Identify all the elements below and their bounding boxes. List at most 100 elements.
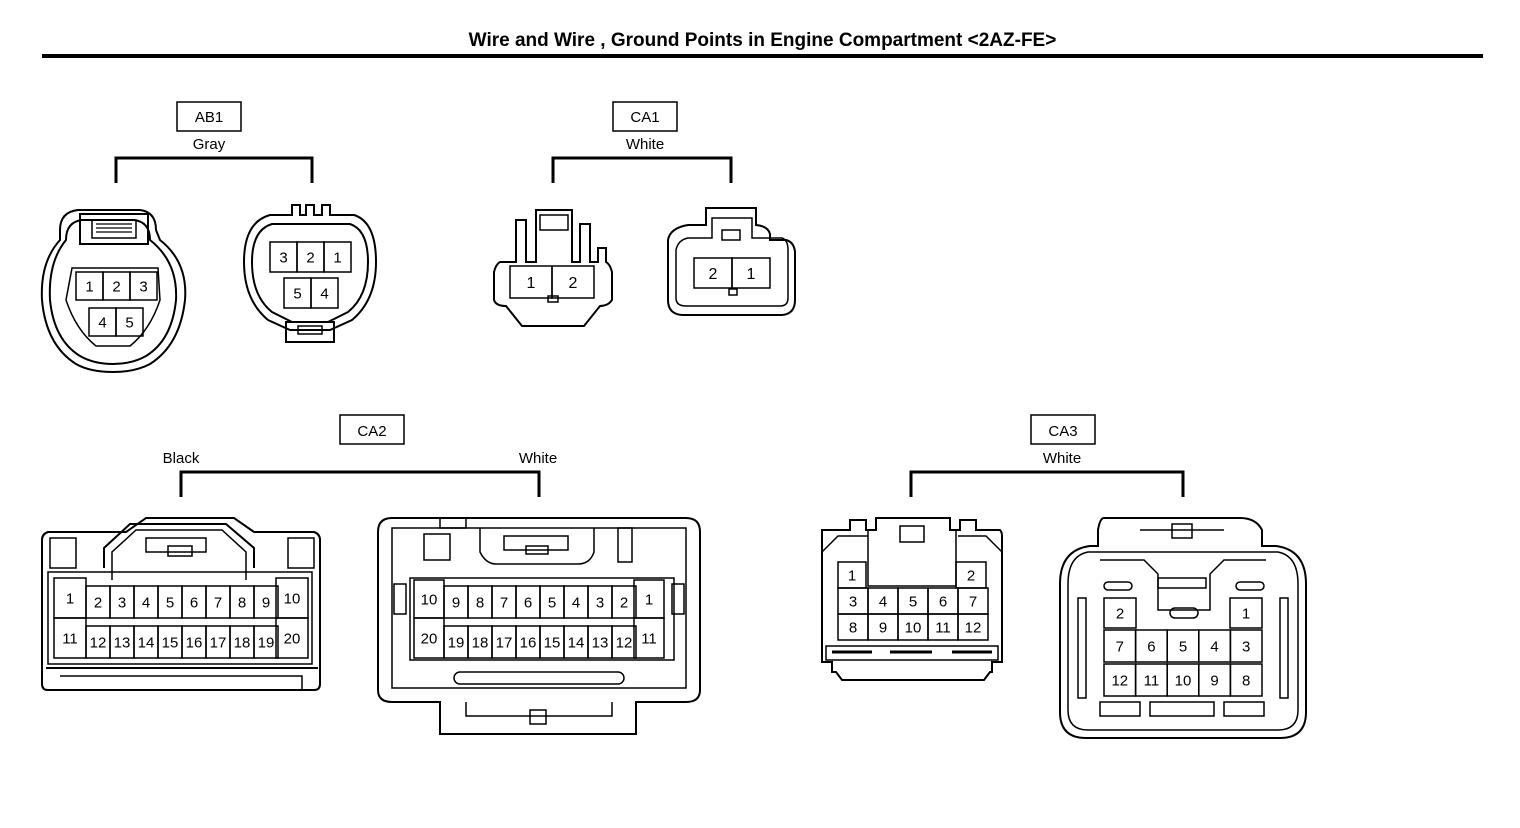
pin-cell <box>611 625 637 659</box>
pin-number: 2 <box>967 567 975 584</box>
pin-cell <box>957 613 989 641</box>
pin-number: 2 <box>709 266 718 283</box>
ca1-color: White <box>626 136 664 153</box>
ca3-right-housing <box>1059 517 1307 739</box>
diagram-title: Wire and Wire , Ground Points in Engine … <box>468 30 1057 51</box>
ca3-bracket <box>909 470 1185 497</box>
title-rule <box>42 54 1483 58</box>
pin-number: 8 <box>238 594 246 611</box>
pin-number: 3 <box>596 594 604 611</box>
pin-number: 9 <box>262 594 270 611</box>
pin-number: 13 <box>114 634 131 651</box>
pin-number: 1 <box>66 590 74 607</box>
pin-number: 19 <box>258 634 275 651</box>
pin-number: 18 <box>472 634 489 651</box>
pin-number: 7 <box>969 593 977 610</box>
pin-cell <box>253 585 279 619</box>
pin-number: 6 <box>939 593 947 610</box>
pin-number: 2 <box>1116 605 1124 622</box>
pin-number: 5 <box>293 285 301 302</box>
ab1-bracket <box>114 156 314 183</box>
pin-number: 16 <box>520 634 537 651</box>
pin-number: 4 <box>879 593 887 610</box>
pin-number: 18 <box>234 634 251 651</box>
pin-cell <box>1229 597 1263 629</box>
pin-number: 13 <box>592 634 609 651</box>
pin-number: 1 <box>333 249 341 266</box>
pin-number: 3 <box>279 249 287 266</box>
pin-number: 4 <box>142 594 150 611</box>
pin-cell <box>731 257 771 289</box>
pin-number: 2 <box>306 249 314 266</box>
pin-number: 15 <box>544 634 561 651</box>
pin-number: 8 <box>849 619 857 636</box>
pin-number: 11 <box>935 619 951 636</box>
ca3-left-housing <box>820 517 1003 681</box>
pin-number: 7 <box>500 594 508 611</box>
ca2-code: CA2 <box>357 423 386 440</box>
pin-number: 8 <box>1242 672 1250 689</box>
pin-number: 5 <box>1179 638 1187 655</box>
pin-number: 17 <box>210 634 227 651</box>
pin-cell <box>551 265 595 299</box>
pin-number: 1 <box>848 567 856 584</box>
pin-number: 11 <box>641 630 657 647</box>
pin-number: 10 <box>1175 672 1192 689</box>
ab1-color: Gray <box>193 136 226 153</box>
ca2-right-housing <box>377 517 701 735</box>
pin-number: 2 <box>569 275 578 292</box>
pin-number: 5 <box>548 594 556 611</box>
pin-cell <box>129 271 158 301</box>
pin-number: 14 <box>138 634 155 651</box>
pin-number: 7 <box>214 594 222 611</box>
pin-number: 4 <box>572 594 580 611</box>
ab1-left-housing <box>40 209 187 374</box>
pin-number: 5 <box>125 314 133 331</box>
pin-number: 16 <box>186 634 203 651</box>
pin-number: 19 <box>448 634 465 651</box>
ca3-color: White <box>1043 450 1081 467</box>
pin-number: 1 <box>527 275 536 292</box>
pin-number: 5 <box>166 594 174 611</box>
pin-cell <box>1103 597 1137 629</box>
pin-cell <box>310 277 339 309</box>
pin-number: 1 <box>747 266 756 283</box>
ca2-left-housing <box>41 517 321 691</box>
pin-number: 5 <box>909 593 917 610</box>
pin-number: 3 <box>849 593 857 610</box>
pin-number: 12 <box>1111 672 1128 689</box>
ca1-left-housing <box>493 209 613 327</box>
pin-number: 1 <box>85 278 93 295</box>
pin-number: 9 <box>452 594 460 611</box>
pin-number: 10 <box>421 591 438 608</box>
pin-number: 8 <box>476 594 484 611</box>
pin-number: 14 <box>568 634 585 651</box>
pin-number: 6 <box>1147 638 1155 655</box>
pin-number: 4 <box>1210 638 1218 655</box>
pin-number: 10 <box>905 619 922 636</box>
pin-number: 1 <box>1242 605 1250 622</box>
pin-number: 2 <box>620 594 628 611</box>
pin-number: 9 <box>1210 672 1218 689</box>
pin-number: 12 <box>965 619 982 636</box>
pin-number: 4 <box>98 314 106 331</box>
ab1-code-box <box>176 101 242 132</box>
pin-number: 3 <box>1242 638 1250 655</box>
pin-cell <box>275 617 309 659</box>
pin-cell <box>633 617 665 659</box>
pin-number: 3 <box>118 594 126 611</box>
pin-cell <box>115 307 144 337</box>
pin-number: 12 <box>616 634 633 651</box>
pin-number: 7 <box>1116 638 1124 655</box>
pin-number: 17 <box>496 634 513 651</box>
